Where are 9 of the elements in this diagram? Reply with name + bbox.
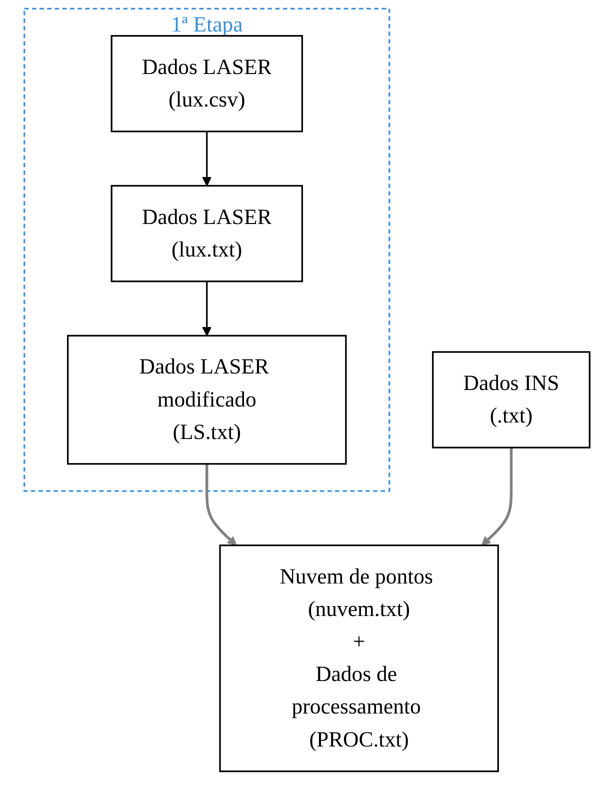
- arrow: [206, 464, 237, 546]
- node-box: Dados LASER modificado (LS.txt): [67, 334, 347, 465]
- node-box: Dados LASER (lux.txt): [110, 184, 303, 282]
- node-box: Dados INS (.txt): [432, 351, 590, 448]
- arrow: [202, 281, 212, 336]
- node-box: Nuvem de pontos (nuvem.txt) + Dados de processamento (PROC.txt): [219, 544, 499, 772]
- arrow: [202, 131, 212, 186]
- node-box: Dados LASER (lux.csv): [110, 35, 303, 132]
- arrow: [481, 448, 513, 546]
